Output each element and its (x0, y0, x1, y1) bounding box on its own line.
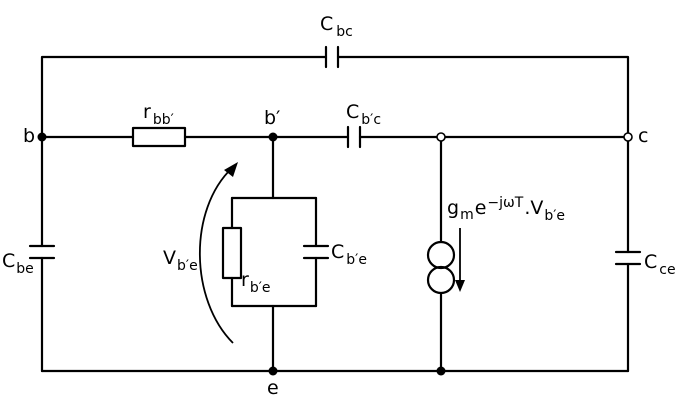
node-bprime-label: b′ (264, 107, 280, 129)
node-c-dot (623, 132, 633, 142)
capacitor-cbc (324, 45, 340, 69)
node-b-dot (37, 132, 47, 142)
bprime-branch (230, 135, 318, 373)
capacitor-cbpc (346, 125, 362, 149)
node-source-top-dot (436, 132, 446, 142)
label-source-expression: gme−jωT.Vb′e (447, 195, 565, 224)
top-wire (40, 55, 630, 139)
label-vbpe: Vb′e (163, 247, 198, 274)
resistor-rbb (131, 126, 187, 148)
source-direction-arrow (455, 228, 465, 292)
dependent-current-source (426, 240, 456, 295)
label-rbpe: rb′e (241, 269, 271, 296)
label-cbe: Cbe (2, 250, 34, 277)
node-b-label: b (23, 125, 35, 147)
node-e-dot (268, 366, 278, 376)
node-c-label: c (638, 125, 648, 147)
node-e-label: e (267, 377, 279, 399)
resistor-rbpe (221, 226, 243, 280)
capacitor-cbe (28, 244, 56, 260)
vbpe-arrow (199, 162, 238, 344)
capacitor-cbpe (302, 244, 330, 260)
capacitor-cce (614, 250, 642, 266)
node-bprime-dot (268, 132, 278, 142)
node-source-bottom-dot (436, 366, 446, 376)
